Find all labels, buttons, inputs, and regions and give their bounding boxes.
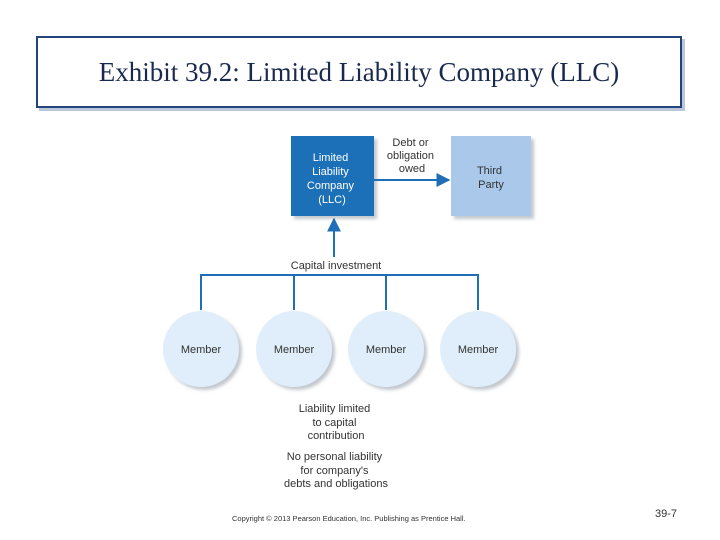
title-box: Exhibit 39.2: Limited Liability Company … (36, 36, 682, 108)
capital-label: Capital investment (291, 260, 382, 272)
member-circle-2 (256, 311, 332, 387)
member-circle-1 (163, 311, 239, 387)
no-personal-liability-label: No personal liability for company's debt… (284, 451, 388, 490)
copyright-text: Copyright © 2013 Pearson Education, Inc.… (232, 514, 466, 523)
page-number: 39-7 (655, 508, 678, 520)
slide-title: Exhibit 39.2: Limited Liability Company … (98, 56, 620, 87)
member-label-2: Member (274, 344, 315, 356)
member-circle-3 (348, 311, 424, 387)
liability-label: Liability limited to capital contributio… (299, 403, 374, 442)
capital-bracket (200, 274, 479, 310)
llc-box (291, 136, 374, 216)
third-party-label: Third Party (477, 165, 505, 191)
member-label-4: Member (458, 344, 499, 356)
member-label-1: Member (181, 344, 222, 356)
llc-box-label: Limited Liability Company (LLC) (307, 152, 357, 206)
member-label-3: Member (366, 344, 407, 356)
debt-label: Debt or obligation owed (387, 137, 437, 175)
third-party-box (451, 136, 531, 216)
member-circle-4 (440, 311, 516, 387)
